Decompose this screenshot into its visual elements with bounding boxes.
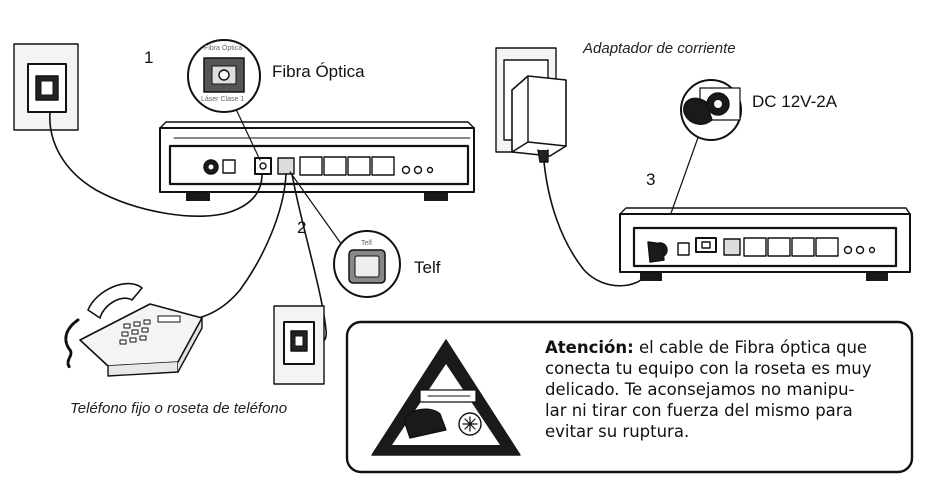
step-number-3: 3 [646,170,656,189]
fiber-cable [49,111,263,217]
telephone-drawing [64,282,203,377]
power-adapter-drawing [511,75,567,163]
fiber-port-bottom-text: Láser Clase 1 [201,96,245,103]
warning-title: Atención: [545,338,634,357]
telf-port-small-text: Telf [361,240,372,247]
telf-label: Telf [414,258,441,277]
fiber-label: Fibra Óptica [272,62,365,81]
adapter-label: Adaptador de corriente [583,40,736,57]
warning-triangle-icon [371,339,521,456]
step-number-1: 1 [144,48,154,67]
fiber-port-zoom [187,39,261,161]
fiber-port-top-text: Fibra Óptica [204,45,243,52]
warning-text: Atención: el cable de Fibra óptica que c… [545,337,895,442]
warning-line-1: el cable de Fibra óptica que [638,338,868,357]
telf-port-zoom [289,171,401,298]
step-number-2: 2 [297,218,307,237]
phone-label: Teléfono fijo o roseta de teléfono [70,400,288,417]
dc-label: DC 12V-2A [752,92,838,111]
warning-line-2: conecta tu equipo con la roseta es muy [545,359,872,378]
warning-line-5: evitar su ruptura. [545,422,690,441]
phone-wall-outlet [273,305,325,385]
warning-line-3: delicado. Te aconsejamos no manipu- [545,380,855,399]
power-cable [543,161,657,287]
dc-port-zoom [659,79,742,245]
fiber-wall-outlet [13,43,79,131]
router-front [159,121,475,201]
warning-line-4: lar ni tirar con fuerza del mismo para [545,401,853,420]
router-right [619,207,911,281]
